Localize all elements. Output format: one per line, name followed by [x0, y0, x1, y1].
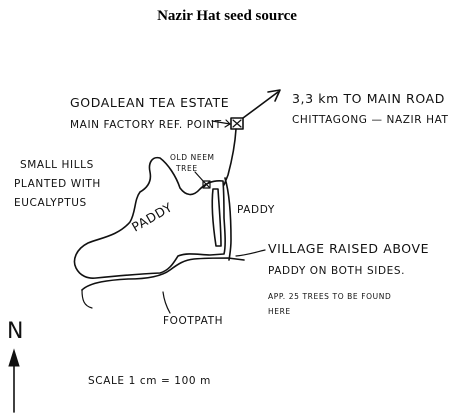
hills-label-line2: PLANTED WITH — [14, 178, 101, 190]
road-label-line1: 3,3 km TO MAIN ROAD — [292, 91, 445, 106]
reference-point-marker — [230, 117, 244, 130]
road-direction-arrow — [242, 91, 279, 119]
estate-label-line2: MAIN FACTORY REF. POINT — [70, 119, 222, 131]
paddy-field-outline — [73, 156, 226, 279]
village-boundary — [224, 177, 232, 261]
scale-label: SCALE 1 cm = 100 m — [88, 375, 211, 387]
north-arrow-icon — [8, 348, 20, 413]
footpath-label-leader — [162, 291, 171, 314]
village-label-line1: VILLAGE RAISED ABOVE — [268, 241, 429, 256]
village-label-leader — [235, 249, 266, 257]
estate-label-leader — [211, 120, 231, 125]
footpath-label: FOOTPATH — [163, 315, 223, 327]
estate-track — [223, 128, 237, 186]
road-label-line2: CHITTAGONG — NAZIR HAT — [292, 114, 449, 126]
hills-label-line1: SMALL HILLS — [20, 159, 94, 171]
hills-label-line3: EUCALYPTUS — [14, 197, 87, 209]
southern-bank — [81, 289, 93, 309]
estate-leader-arrowhead — [224, 119, 231, 128]
village-label-line2: PADDY ON BOTH SIDES. — [268, 265, 405, 277]
paddy-strip-label: PADDY — [237, 204, 275, 216]
neem-label-line1: OLD NEEM — [170, 153, 215, 162]
village-label-line4: HERE — [268, 307, 291, 316]
road-arrowhead — [267, 89, 281, 102]
north-label: N — [7, 319, 24, 344]
village-label-line3: APP. 25 TREES TO BE FOUND — [268, 292, 391, 301]
map-title: Nazir Hat seed source — [157, 8, 297, 24]
paddy-strip-outline — [211, 188, 222, 247]
footpath-line — [81, 257, 245, 291]
estate-label-line1: GODALEAN TEA ESTATE — [70, 95, 229, 110]
neem-label-line2: TREE — [175, 164, 198, 173]
neem-label-leader — [194, 171, 205, 183]
